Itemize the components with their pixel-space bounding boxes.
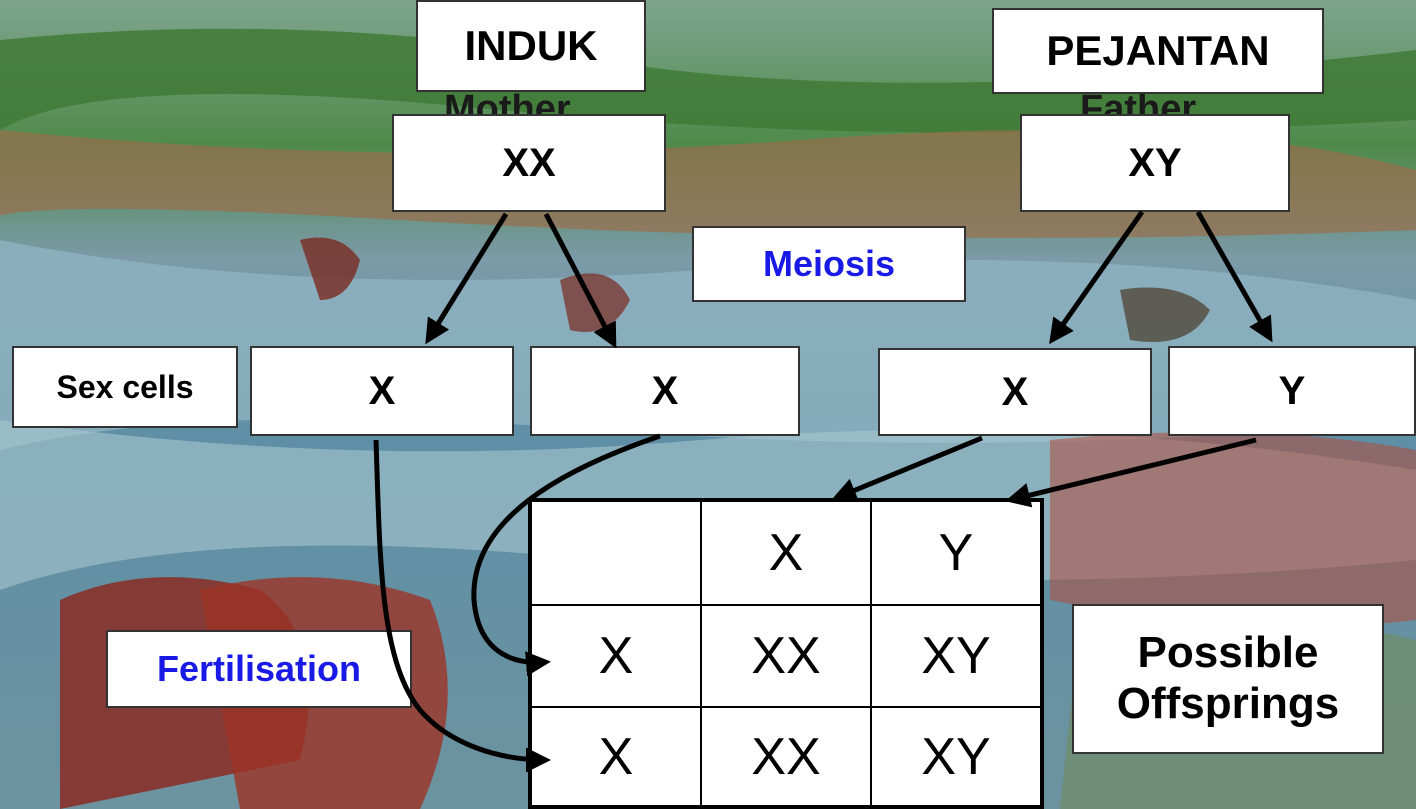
meiosis-label: Meiosis [762,243,896,285]
punnett-cell: XX [702,708,872,805]
possible-offsprings-line1: Possible [1137,628,1319,678]
fertilisation-label: Fertilisation [156,648,362,690]
fertilisation-label-box: Fertilisation [106,630,412,708]
gamete-mother-2-box: X [530,346,800,436]
gamete-father-1: X [1001,370,1029,414]
father-genotype: XY [1128,141,1182,185]
mother-genotype: XX [502,141,556,185]
gamete-father-2-box: Y [1168,346,1416,436]
father-label: PEJANTAN [1046,26,1270,74]
gamete-father-1-box: X [878,348,1152,436]
punnett-corner-cell [532,502,702,606]
possible-offsprings-box: Possible Offsprings [1072,604,1384,754]
possible-offsprings-line2: Offsprings [1116,679,1340,728]
punnett-header-cell: Y [872,502,1040,606]
mother-genotype-box: XX [392,114,666,212]
punnett-cell: XY [872,606,1040,708]
father-label-box: PEJANTAN [992,8,1324,94]
gamete-father-2: Y [1278,369,1306,413]
sex-cells-label: Sex cells [56,368,194,405]
mother-label-box: INDUK [416,0,646,92]
punnett-cell: XX [702,606,872,708]
mother-label: INDUK [464,21,598,69]
punnett-row-header-cell: X [532,606,702,708]
meiosis-label-box: Meiosis [692,226,966,302]
punnett-header-cell: X [702,502,872,606]
sex-cells-label-box: Sex cells [12,346,238,428]
punnett-cell: XY [921,727,991,786]
punnett-row-header-cell: X [532,708,702,805]
gamete-mother-1-box: X [250,346,514,436]
gamete-mother-1: X [368,369,396,413]
father-genotype-box: XY [1020,114,1290,212]
punnett-square: X Y X XX XY X XX XY [528,498,1044,809]
gamete-mother-2: X [651,369,679,413]
